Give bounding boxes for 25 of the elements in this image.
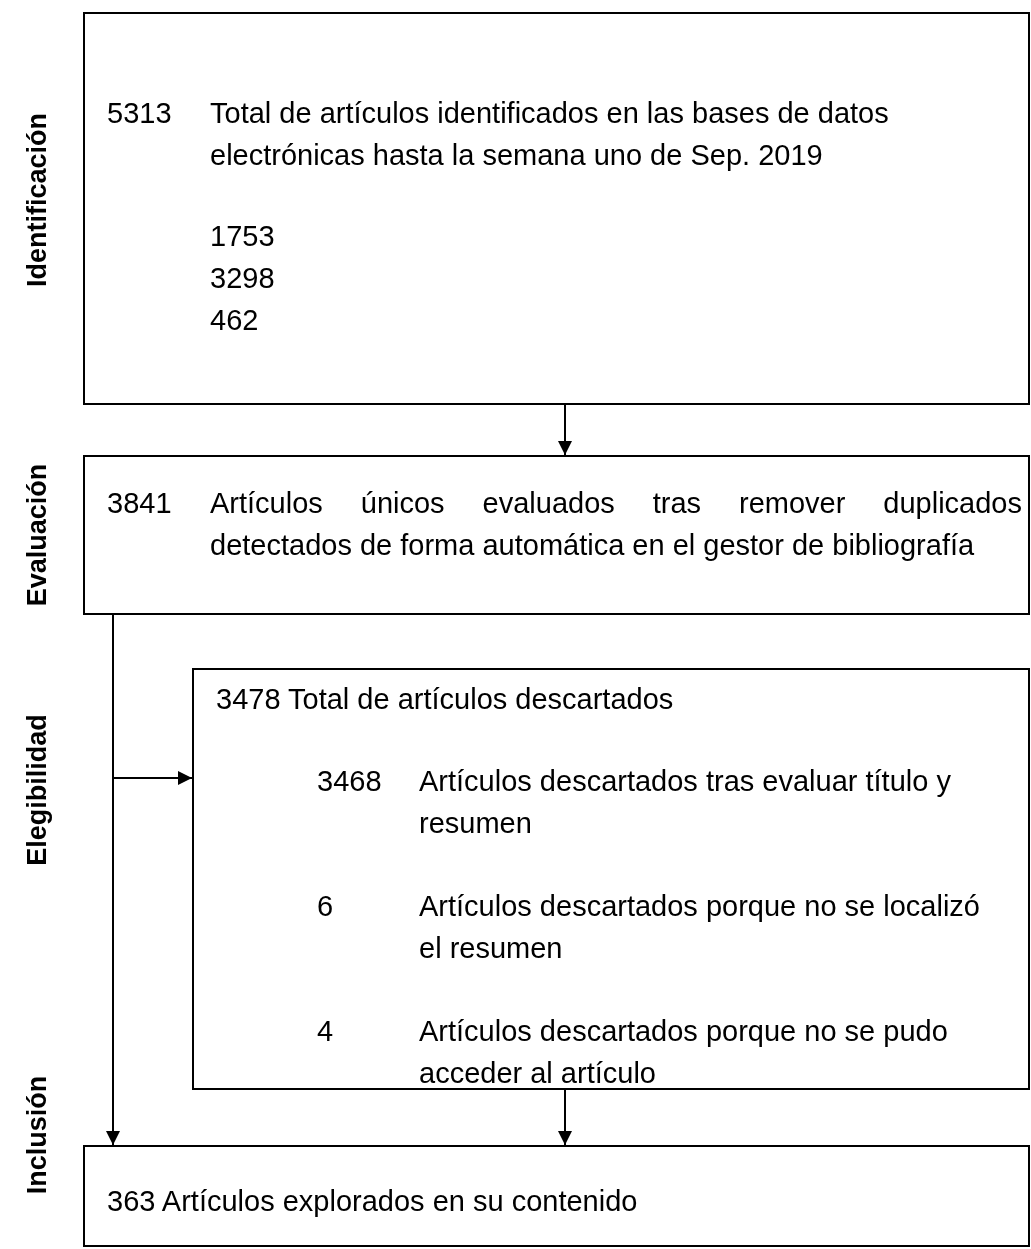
process-box bbox=[192, 668, 1030, 1090]
stage-label: Inclusión bbox=[21, 1075, 53, 1195]
count-number: 5313 bbox=[107, 96, 173, 131]
stage-label: Evaluación bbox=[21, 463, 53, 607]
process-box bbox=[83, 1145, 1030, 1247]
process-box bbox=[83, 455, 1030, 615]
stage-label: Identificación bbox=[21, 113, 53, 287]
arrow bbox=[558, 1089, 572, 1146]
box-text: Artículos descartados porque no se localizó el resumen bbox=[419, 889, 981, 966]
count-number: 6 bbox=[317, 889, 335, 924]
count-number: 3841 bbox=[107, 486, 173, 521]
box-text: Artículos descartados tras evaluar título y resumen bbox=[419, 764, 952, 841]
box-text: Total de artículos identificados en las bases de datos electrónicas hasta la semana uno de Sep. 2019 bbox=[210, 96, 890, 173]
box-text: 363 Artículos explorados en su contenido bbox=[107, 1184, 639, 1219]
box-text: Artículos descartados porque no se pudo acceder al artículo bbox=[419, 1014, 949, 1091]
box-text: 3478 Total de artículos descartados bbox=[216, 682, 675, 717]
count-number: 462 bbox=[210, 303, 260, 338]
stage-label: Elegibilidad bbox=[21, 714, 53, 866]
box-text: Artículos únicos evaluados tras remover duplicados detectados de forma automática en el gestor de bibliografía bbox=[210, 486, 1022, 563]
count-number: 3298 bbox=[210, 261, 276, 296]
arrow bbox=[558, 404, 572, 456]
count-number: 1753 bbox=[210, 219, 276, 254]
count-number: 4 bbox=[317, 1014, 335, 1049]
count-number: 3468 bbox=[317, 764, 383, 799]
process-box bbox=[83, 12, 1030, 405]
